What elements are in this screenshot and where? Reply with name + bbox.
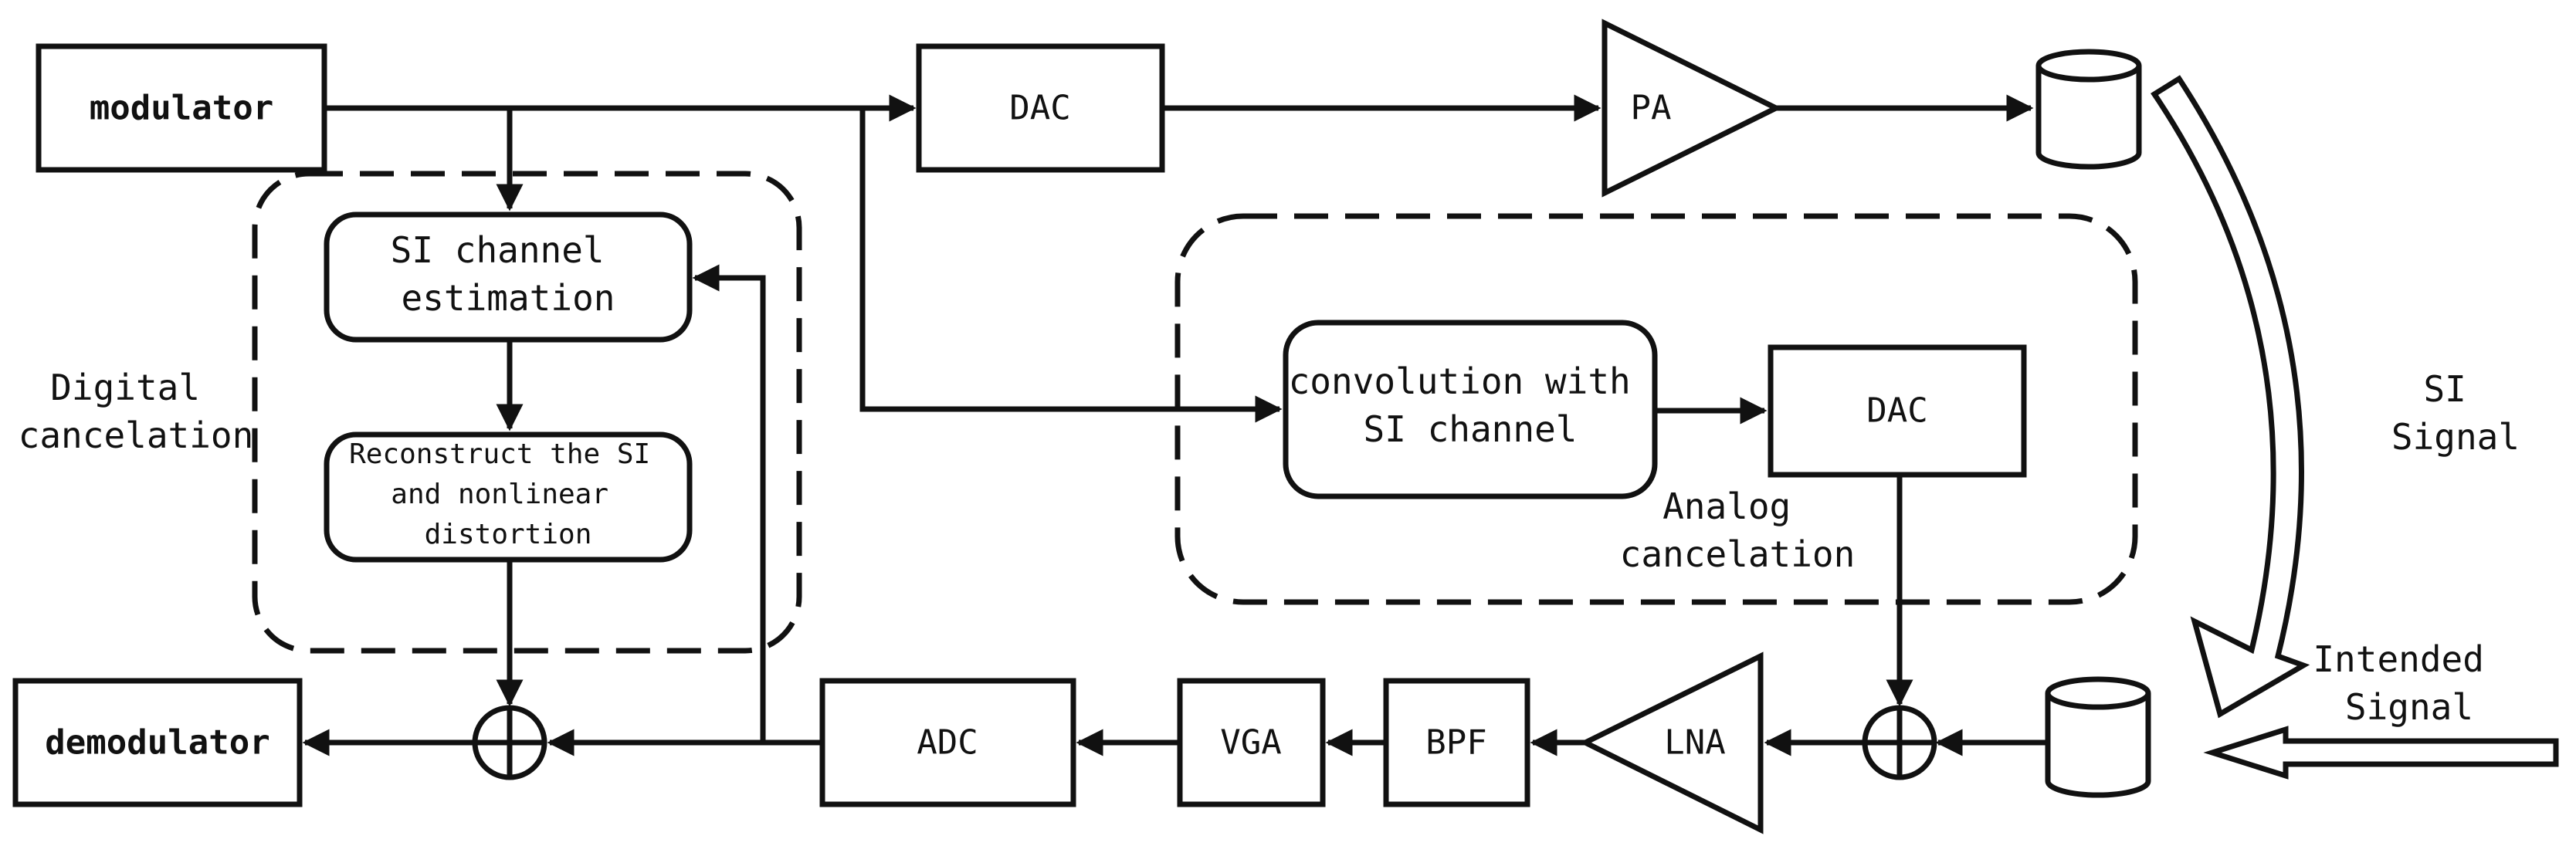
bpf-label: BPF: [1425, 723, 1486, 763]
digital-cancelation-line-2: cancelation: [19, 415, 254, 456]
modulator-label: modulator: [90, 89, 273, 128]
dac-top-label: DAC: [1009, 89, 1070, 128]
rx-antenna-icon: [2045, 676, 2151, 798]
demodulator-block: [12, 678, 303, 807]
convolution-line-1: convolution with: [1289, 360, 1631, 402]
modulator-block: [36, 43, 327, 173]
intended-signal-label: Intended Signal: [2313, 638, 2505, 728]
convolution-label: convolution with SI channel: [1289, 360, 1652, 450]
dac-analog-block: [1768, 344, 2027, 478]
analog-cancelation-line-2: cancelation: [1620, 533, 1856, 575]
si-signal-line-2: Signal: [2391, 416, 2520, 458]
intended-signal-line-2: Signal: [2345, 686, 2473, 728]
adc-label: ADC: [917, 723, 978, 763]
lna-amplifier: [1579, 651, 1764, 834]
analog-cancelation-label: Analog cancelation: [1620, 486, 1856, 575]
wire-branch-convolution: [859, 108, 1283, 423]
rf-summer-icon: [1862, 705, 1937, 780]
reconstruct-line-2: and nonlinear: [391, 479, 608, 510]
si-channel-estimation-label: SI channel estimation: [391, 229, 626, 319]
analog-cancelation-line-1: Analog: [1663, 486, 1791, 527]
digital-cancelation-label: Digital cancelation: [19, 367, 254, 456]
si-signal-arrow: [2151, 75, 2310, 719]
reconstruct-label: Reconstruct the SI and nonlinear distort…: [349, 438, 667, 550]
digital-summer-icon: [472, 705, 547, 780]
si-channel-estimation-line-2: estimation: [402, 277, 615, 319]
digital-cancelation-line-1: Digital: [50, 367, 200, 408]
pa-amplifier: [1602, 19, 1782, 198]
si-channel-estimation-line-1: SI channel: [391, 229, 605, 271]
wire-feedback-estimation: [692, 264, 766, 743]
tx-antenna-icon: [2035, 49, 2142, 170]
intended-signal-line-1: Intended: [2313, 638, 2484, 680]
convolution-line-2: SI channel: [1364, 408, 1578, 450]
intended-signal-arrow: [2203, 726, 2559, 780]
reconstruct-line-1: Reconstruct the SI: [349, 438, 650, 470]
vga-block: [1177, 678, 1326, 807]
analog-cancelation-region: [1174, 213, 2138, 605]
digital-cancelation-region: [252, 171, 802, 654]
pa-label: PA: [1631, 89, 1672, 128]
vga-label: VGA: [1220, 723, 1281, 763]
lna-label: LNA: [1664, 723, 1725, 763]
demodulator-label: demodulator: [45, 723, 269, 763]
si-signal-line-1: SI: [2423, 368, 2466, 410]
reconstruct-line-3: distortion: [425, 519, 592, 550]
si-signal-label: SI Signal: [2391, 368, 2520, 458]
dac-analog-label: DAC: [1866, 391, 1927, 431]
bpf-block: [1383, 678, 1530, 807]
